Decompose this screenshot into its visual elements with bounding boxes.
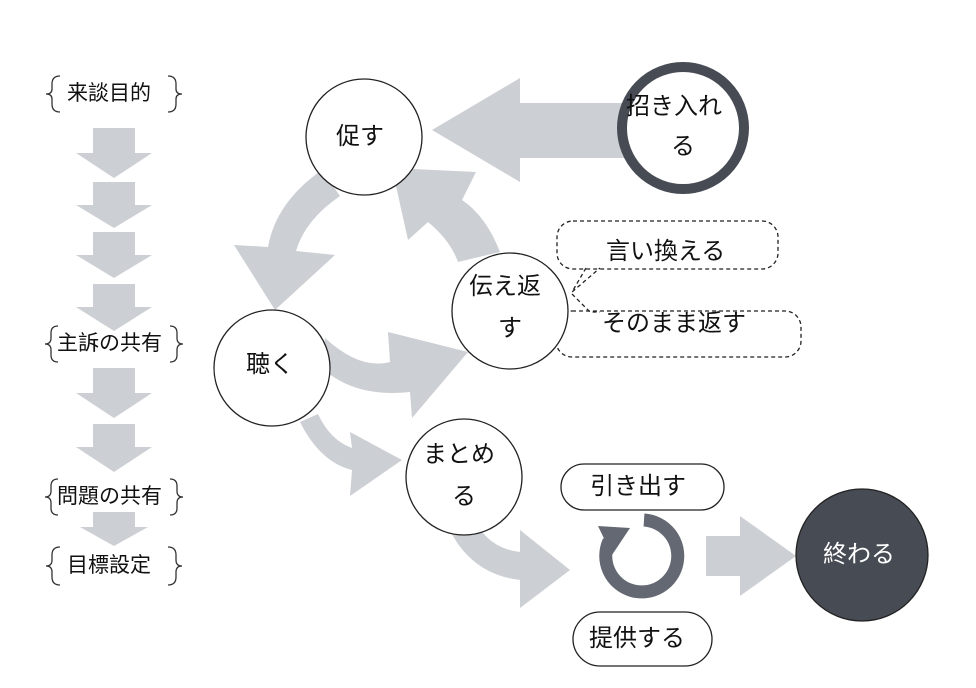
stage-label-problem: 問題の共有 [57,484,162,508]
node-summarize-label-line1: まとめ [423,440,495,468]
stage-arrow-1 [76,128,152,178]
node-prompt-circle [305,78,423,196]
node-reflect-label-line1: 伝え返 [469,272,541,300]
node-summarize-circle [405,418,523,536]
capsule-provide [572,611,713,667]
arrow-summarize-to-cycle [446,510,570,608]
arrow-cycle-to-end [706,516,796,596]
stage-arrow-2 [76,182,152,228]
cycle-arrows [234,78,796,608]
node-reflect-circle [451,252,569,370]
arrow-listen-to-summarize [300,414,402,496]
node-reflect-label-line2: す [498,314,522,342]
node-end-circle [795,488,929,622]
capsule-elicit [560,463,725,511]
stage-brace-right-2 [169,325,184,363]
node-end-label: 終わる [823,540,895,568]
node-invite-label-line2: る [671,132,695,160]
stage-label-purpose: 来談目的 [67,81,151,105]
arrow-prompt-to-listen [234,170,340,310]
stage-brace-right-3 [169,478,184,516]
stage-brace-left-2 [44,325,59,363]
bubble-repeat-label: そのまま返す [602,309,746,337]
stage-label-goal: 目標設定 [67,553,151,577]
node-listen-circle [213,309,331,427]
capsule-provide-label: 提供する [589,624,685,652]
stage-arrow-4 [76,284,152,331]
node-invite-circle [617,62,749,194]
node-summarize-label-line2: る [452,482,476,510]
arrow-invite-to-prompt [432,78,628,182]
stage-label-complaint: 主訴の共有 [57,331,162,355]
refresh-icon-arrowhead [598,526,630,555]
bubble-paraphrase-label: 言い換える [606,237,726,265]
refresh-icon-arc [599,513,685,599]
arrow-listen-to-reflect [322,332,468,418]
node-listen-label: 聴く [246,350,294,378]
stage-arrows [76,128,152,546]
node-prompt-label: 促す [336,122,384,150]
stage-brace-left-4 [45,546,61,586]
refresh-icon [598,513,685,599]
capsule-elicit-label: 引き出す [590,472,686,500]
bubble-repeat-tail [571,293,600,313]
stage-arrow-3 [76,232,152,278]
stage-arrow-7 [80,512,148,546]
stage-brace-left-3 [44,478,59,516]
bubble-paraphrase [556,220,779,270]
stage-braces [44,75,184,586]
stage-brace-right-4 [167,546,183,586]
arrow-reflect-to-prompt [392,168,500,262]
stage-brace-left-1 [45,75,61,113]
node-invite-label-line1: 招き入れ [626,92,722,120]
reflect-bubbles [555,220,802,358]
stage-brace-right-1 [167,75,183,113]
stage-arrow-5 [76,368,152,418]
stage-arrow-6 [76,424,152,472]
bubble-paraphrase-tail [571,267,601,293]
